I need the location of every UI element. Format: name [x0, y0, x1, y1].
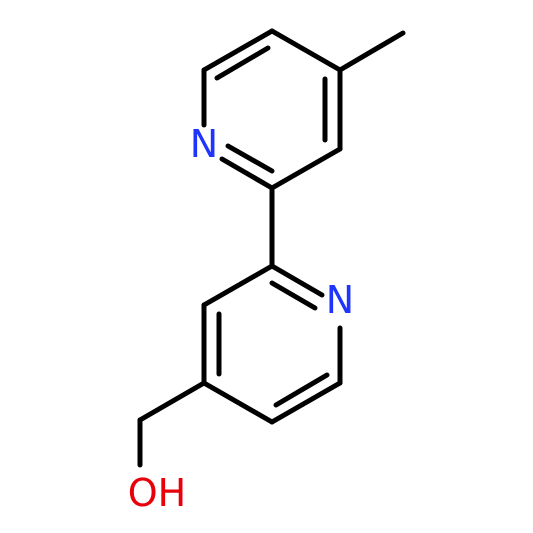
bond-n-c2-top — [219, 156, 275, 191]
nitrogen-label-top: N — [190, 122, 218, 166]
bond-c4-c5-top — [269, 28, 343, 73]
bond-c2-c3-top — [269, 146, 343, 191]
hydroxyl-label: OH — [128, 471, 186, 515]
bond-c3-c2-bottom — [201, 263, 275, 308]
bond-methyl — [337, 30, 406, 73]
bond-c5-c4-bottom — [201, 380, 275, 425]
bond-c2-n-bottom-inner — [269, 280, 318, 311]
bond-c6-c5-bottom — [269, 380, 343, 425]
bond-c2-n-bottom — [269, 263, 325, 298]
nitrogen-label-bottom: N — [326, 278, 354, 322]
bond-n-c2-top-inner — [225, 143, 275, 174]
bond-c5-c6-top — [201, 28, 275, 73]
bond-ring-ch2 — [137, 380, 207, 423]
bond-c5-c6-top-inner — [214, 45, 271, 81]
bond-c6-c5-bottom-inner — [273, 372, 330, 408]
